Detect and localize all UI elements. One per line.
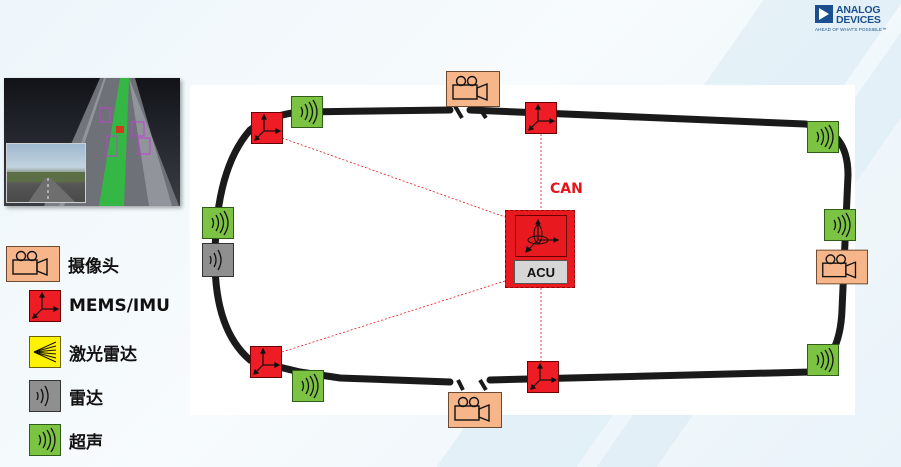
logo-tagline: AHEAD OF WHAT'S POSSIBLE™ (815, 27, 887, 32)
acu-imu-block (515, 215, 567, 257)
analog-devices-logo: ANALOG DEVICES AHEAD OF WHAT'S POSSIBLE™ (815, 4, 897, 38)
logo-triangle-icon (815, 5, 833, 23)
ultrasonic-icon (824, 209, 856, 241)
imu-axes-icon (29, 290, 61, 322)
logo-line-1: ANALOG (836, 4, 881, 16)
acu-label: ACU (514, 260, 568, 284)
ultrasonic-icon (292, 370, 324, 402)
ultrasonic-icon (807, 344, 839, 376)
front-camera-sensor (446, 71, 500, 111)
imu-axes-icon (250, 346, 282, 378)
imu-axes-icon (525, 102, 557, 134)
radar-sensor-left (202, 243, 234, 281)
ultrasonic-icon (291, 96, 323, 128)
ultrasonic-icon (202, 207, 234, 239)
radar-icon (202, 243, 234, 277)
can-links (281, 134, 542, 362)
legend-item-imu: MEMS/IMU (29, 290, 170, 322)
imu-sensor-front-left (251, 112, 283, 148)
legend-label-lidar: 激光雷达 (69, 344, 137, 365)
camera-icon (446, 71, 500, 107)
legend-label-imu: MEMS/IMU (69, 296, 170, 316)
legend-label-radar: 雷达 (69, 388, 103, 409)
ultrasonic-icon (29, 424, 61, 456)
ultrasonic-sensor-left (202, 207, 234, 243)
lidar-road-thumbnail (4, 78, 180, 206)
imu-axes-icon (251, 112, 283, 144)
imu-sensor-rear-left (250, 346, 282, 382)
front-camera-inset (6, 143, 86, 203)
lidar-icon (29, 336, 61, 368)
can-bus-label: CAN (550, 181, 583, 197)
ultrasonic-sensor-rear-right (807, 344, 839, 380)
imu-sensor-rear-center (527, 361, 559, 397)
legend-item-lidar: 激光雷达 (29, 336, 137, 368)
camera-icon (6, 246, 60, 282)
legend-item-camera: 摄像头 (6, 246, 119, 282)
camera-icon (816, 249, 868, 285)
ultrasonic-sensor-front-left (291, 96, 323, 132)
ultrasonic-sensor-right (824, 209, 856, 245)
radar-icon (29, 380, 61, 412)
point-cloud-view (44, 78, 179, 206)
ultrasonic-sensor-rear-left (292, 370, 324, 406)
ultrasonic-sensor-front-right (807, 121, 839, 157)
acu-controller: ACU (505, 210, 575, 288)
rear-camera-sensor (448, 392, 502, 432)
legend-item-radar: 雷达 (29, 380, 103, 412)
legend-label-camera: 摄像头 (68, 256, 119, 277)
imu-axes-icon (527, 361, 559, 393)
right-camera-sensor (816, 249, 868, 289)
camera-icon (448, 392, 502, 428)
imu-3d-axes-icon (525, 218, 560, 253)
legend-label-ultrasonic: 超声 (69, 432, 103, 453)
ultrasonic-icon (807, 121, 839, 153)
legend-item-ultrasonic: 超声 (29, 424, 103, 456)
logo-line-2: DEVICES (836, 14, 881, 26)
imu-sensor-front-center (525, 102, 557, 138)
